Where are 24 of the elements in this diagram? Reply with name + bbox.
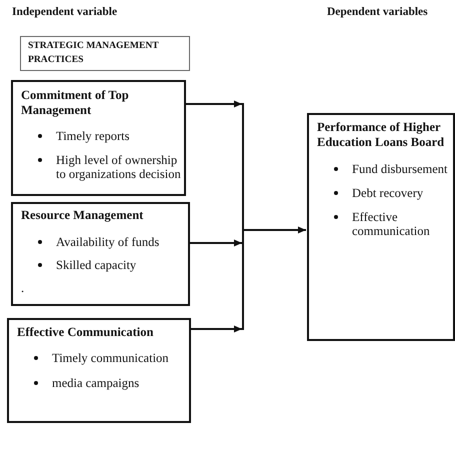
column-heading: Dependent variables: [327, 5, 428, 19]
heading-text: Performance of Higher Education Loans Board: [317, 120, 446, 150]
heading-text: STRATEGIC MANAGEMENT PRACTICES: [28, 39, 160, 67]
list-item-text: Timely reports: [56, 129, 130, 143]
list-item-text: Timely communication: [52, 351, 169, 365]
concept-panel: [11, 80, 186, 196]
list-item-text: Availability of funds: [56, 235, 160, 249]
list-item-text: Fund disbursement: [352, 162, 448, 176]
heading-text: Resource Management: [21, 208, 144, 222]
list-item-text: High level of ownership to organizations decision: [56, 153, 181, 181]
column-heading: Independent variable: [12, 5, 118, 19]
concept-panel: [307, 113, 455, 341]
arrow: [190, 240, 242, 246]
concept-panel: [7, 318, 191, 423]
heading-text: Commitment of Top Management: [21, 88, 130, 118]
arrow: [191, 326, 242, 332]
heading-text: Effective Communication: [17, 324, 154, 340]
list-item-text: media campaigns: [52, 376, 140, 390]
note-text: .: [21, 281, 24, 295]
concept-panel: [11, 202, 190, 306]
list-item-text: Debt recovery: [352, 186, 424, 200]
list-item-text: Skilled capacity: [56, 258, 136, 272]
header-panel: [20, 36, 190, 71]
list-item-text: Effective communication: [352, 210, 431, 238]
